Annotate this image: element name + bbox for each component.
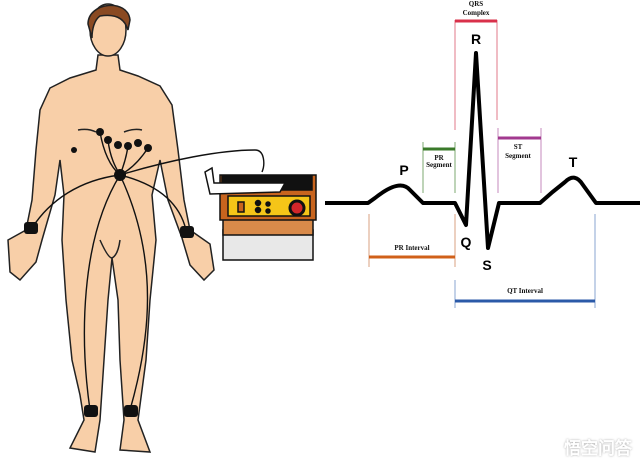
- hair: [87, 4, 131, 39]
- qrs-label-line2: Complex: [463, 9, 490, 17]
- groin: [99, 239, 121, 259]
- s-wave-label: S: [482, 257, 491, 273]
- body: [7, 54, 215, 453]
- st-segment-label-line1: ST: [514, 143, 523, 151]
- q-wave-label: Q: [461, 234, 472, 250]
- ecg-machine: [204, 166, 317, 261]
- qt-interval-label: QT Interval: [507, 287, 543, 295]
- st-segment-label-line2: Segment: [505, 152, 531, 160]
- pr-interval-label: PR Interval: [394, 244, 429, 252]
- ecg-waveform: [325, 51, 640, 250]
- watermark: 悟空问答: [564, 439, 632, 459]
- lead-wires: [31, 131, 265, 411]
- pr-segment-label-line2: Segment: [426, 161, 452, 169]
- human-figure: [7, 3, 215, 453]
- p-wave-label: P: [399, 162, 408, 178]
- electrodes: [24, 128, 194, 417]
- r-wave-label: R: [471, 31, 481, 47]
- pr-segment-label-line1: PR: [434, 154, 444, 162]
- t-wave-label: T: [569, 154, 578, 170]
- ecg-trace: QRS Complex PR Segment ST Segment PR Int…: [325, 0, 640, 308]
- qrs-label-line1: QRS: [469, 0, 484, 8]
